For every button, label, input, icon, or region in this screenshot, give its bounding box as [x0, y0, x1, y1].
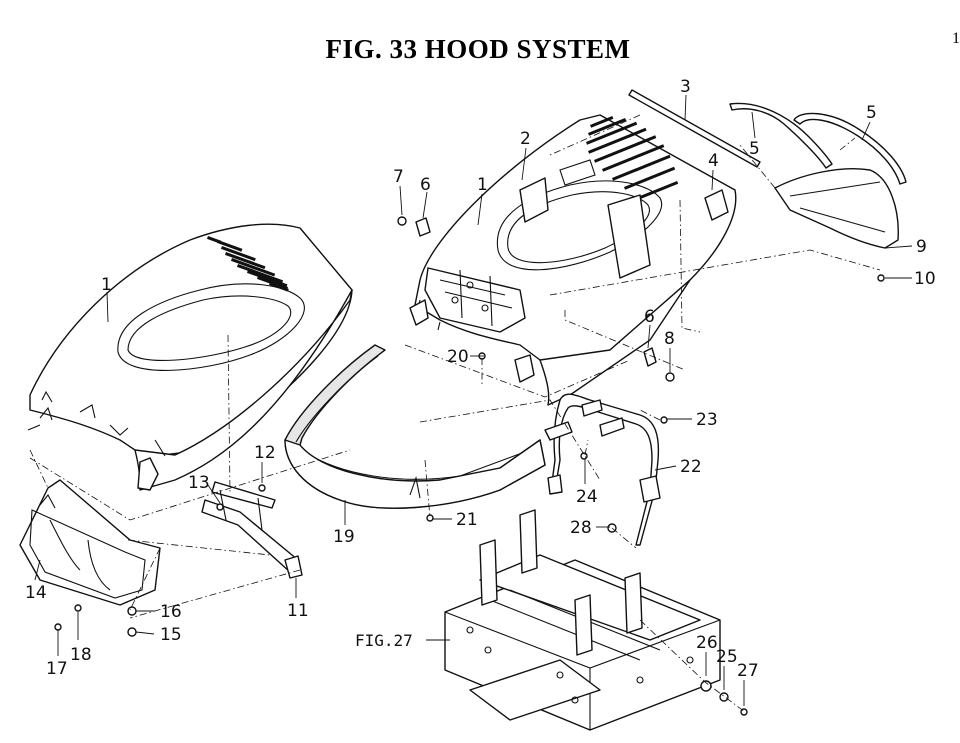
callout-nut-8: 8 [664, 329, 675, 349]
callout-support: 2 [520, 129, 531, 149]
hardware [54, 216, 885, 716]
alignment-lines [29, 114, 881, 713]
callout-trim-b: 5 [866, 103, 877, 123]
callout-washer-26: 26 [696, 633, 718, 653]
callout-nut-23: 23 [696, 410, 718, 430]
callout-bolt-7: 7 [393, 167, 404, 187]
callout-bracket-11: 11 [287, 601, 309, 621]
bumper [284, 344, 546, 509]
callout-trim-a: 5 [749, 139, 760, 159]
callout-hood-left: 1 [101, 275, 112, 295]
callout-screw-10: 10 [914, 269, 936, 289]
callout-washer-16: 16 [160, 602, 182, 622]
panel [774, 168, 899, 249]
callout-bolt-27: 27 [737, 661, 759, 681]
hood-right-vents [586, 116, 679, 199]
bracket-top [704, 189, 729, 221]
leader-lines [34, 94, 913, 706]
callout-bracket-top: 4 [708, 151, 719, 171]
callout-bumper-19: 19 [333, 527, 355, 547]
callout-strip: 3 [680, 77, 691, 97]
hood-left-vents [206, 235, 289, 292]
callout-washer-25: 25 [716, 647, 738, 667]
page-number: 1 [952, 30, 960, 47]
trim-a [729, 102, 833, 169]
callout-hood-right: 1 [477, 175, 488, 195]
strip [628, 89, 761, 168]
callout-washer-18: 18 [70, 645, 92, 665]
hood-support [519, 159, 651, 279]
callout-washer-28: 28 [570, 518, 592, 538]
figure-reference-label: FIG.27 [355, 631, 413, 650]
callout-clip-a: 6 [420, 175, 431, 195]
callout-frame-22: 22 [680, 457, 702, 477]
callout-labels: 1 1 2 3 4 5 5 6 6 7 8 9 10 11 12 13 14 1… [25, 77, 936, 681]
callout-nut-15: 15 [160, 625, 182, 645]
support-frame [544, 393, 661, 546]
callout-nut-21: 21 [456, 510, 478, 530]
trim-b [793, 112, 907, 185]
callout-panel-9: 9 [916, 237, 927, 257]
callout-nut-12: 12 [254, 443, 276, 463]
figure-title: FIG. 33 HOOD SYSTEM [325, 34, 631, 64]
grille [19, 479, 161, 606]
callout-clip-b: 6 [644, 307, 655, 327]
mount-bracket [201, 481, 303, 579]
callout-bolt-24: 24 [576, 487, 598, 507]
callout-bolt-13: 13 [188, 473, 210, 493]
chassis-frame [444, 509, 721, 731]
callout-screw-17: 17 [46, 659, 68, 679]
callout-grille-14: 14 [25, 583, 47, 603]
callout-clip-20: 20 [447, 347, 469, 367]
